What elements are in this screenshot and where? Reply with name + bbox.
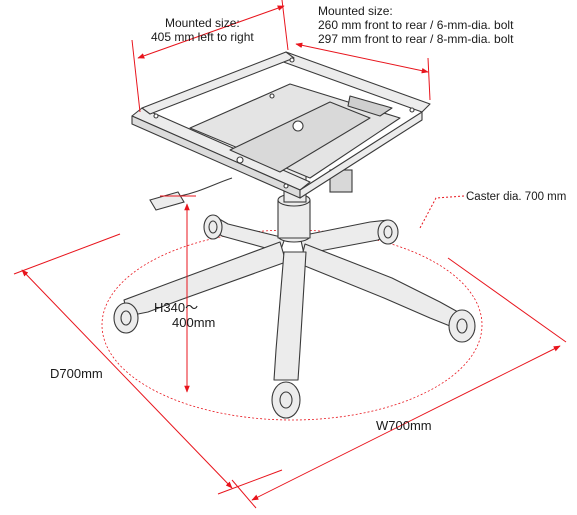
- star-base: [123, 193, 459, 381]
- dimension-lines: [13, 0, 567, 509]
- width-label: W700mm: [376, 418, 432, 433]
- leg-front: [273, 251, 307, 381]
- height-label: H340〜 400mm: [154, 300, 215, 330]
- height-line-2: 400mm: [172, 315, 216, 330]
- mounted-lr-line-1: Mounted size:: [165, 16, 240, 30]
- mounted-fr-line-1: Mounted size:: [318, 4, 393, 18]
- leg-right: [299, 243, 459, 327]
- caster-back-left: [203, 214, 223, 240]
- lever-handle: [149, 177, 233, 211]
- mounted-fr-line-2: 260 mm front to rear / 6-mm-dia. bolt: [318, 18, 514, 32]
- mounted-fr-label: Mounted size: 260 mm front to rear / 6-m…: [318, 4, 513, 46]
- caster-back-right: [377, 219, 399, 245]
- caster-label: Caster dia. 700 mm: [466, 191, 567, 203]
- mounted-fr-line-3: 297 mm front to rear / 8-mm-dia. bolt: [318, 32, 514, 46]
- caster-left: [113, 302, 139, 334]
- height-line-1: H340〜: [154, 300, 199, 315]
- caster-right: [448, 309, 476, 343]
- mounted-lr-line-2: 405 mm left to right: [151, 30, 254, 44]
- depth-label: D700mm: [50, 366, 103, 381]
- mounted-lr-label: Mounted size: 405 mm left to right: [151, 16, 254, 44]
- seat-plate: [131, 51, 431, 199]
- caster-front: [271, 381, 301, 419]
